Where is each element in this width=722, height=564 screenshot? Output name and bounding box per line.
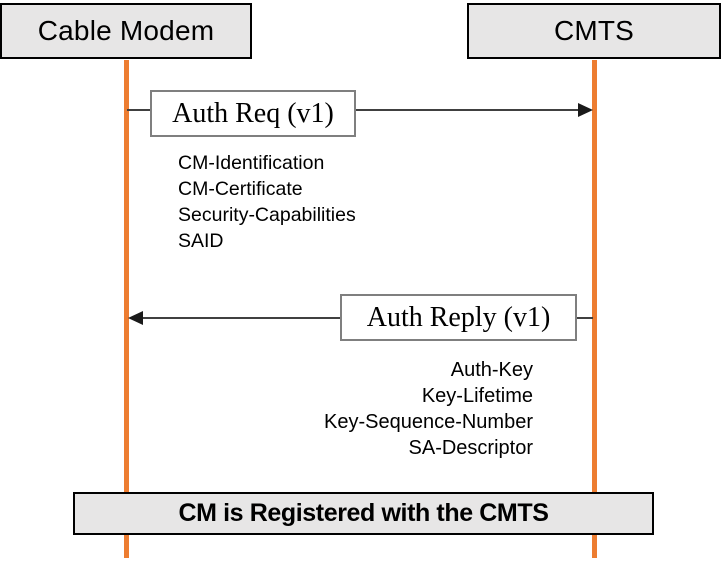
auth-reply-label-box: Auth Reply (v1) bbox=[340, 294, 577, 341]
lifeline-cmts bbox=[592, 60, 597, 558]
param-key-sequence-number: Key-Sequence-Number bbox=[324, 411, 533, 433]
auth-req-label-box: Auth Req (v1) bbox=[150, 90, 356, 137]
param-security-capabilities: Security-Capabilities bbox=[178, 204, 356, 226]
actor-box-cmts: CMTS bbox=[467, 3, 721, 59]
actor-label-cmts: CMTS bbox=[553, 15, 635, 46]
param-cm-certificate: CM-Certificate bbox=[178, 178, 303, 200]
param-auth-key: Auth-Key bbox=[450, 359, 533, 381]
arrow-left-icon bbox=[128, 311, 143, 325]
auth-req-param-list: CM-Identification CM-Certificate Securit… bbox=[178, 150, 356, 254]
auth-req-arrow-line bbox=[127, 109, 589, 111]
registration-status-box: CM is Registered with the CMTS bbox=[73, 492, 654, 535]
registration-status-label: CM is Registered with the CMTS bbox=[178, 499, 549, 527]
lifeline-cable-modem bbox=[124, 60, 129, 558]
param-said: SAID bbox=[178, 230, 224, 252]
arrow-right-icon bbox=[578, 103, 593, 117]
param-cm-identification: CM-Identification bbox=[178, 152, 325, 174]
auth-req-label: Auth Req (v1) bbox=[172, 97, 334, 129]
param-key-lifetime: Key-Lifetime bbox=[421, 385, 533, 407]
auth-reply-label: Auth Reply (v1) bbox=[366, 301, 551, 333]
param-sa-descriptor: SA-Descriptor bbox=[408, 437, 533, 459]
actor-box-cable-modem: Cable Modem bbox=[0, 3, 252, 59]
actor-label-cable-modem: Cable Modem bbox=[37, 15, 215, 46]
auth-reply-param-list: Auth-Key Key-Lifetime Key-Sequence-Numbe… bbox=[324, 357, 533, 461]
